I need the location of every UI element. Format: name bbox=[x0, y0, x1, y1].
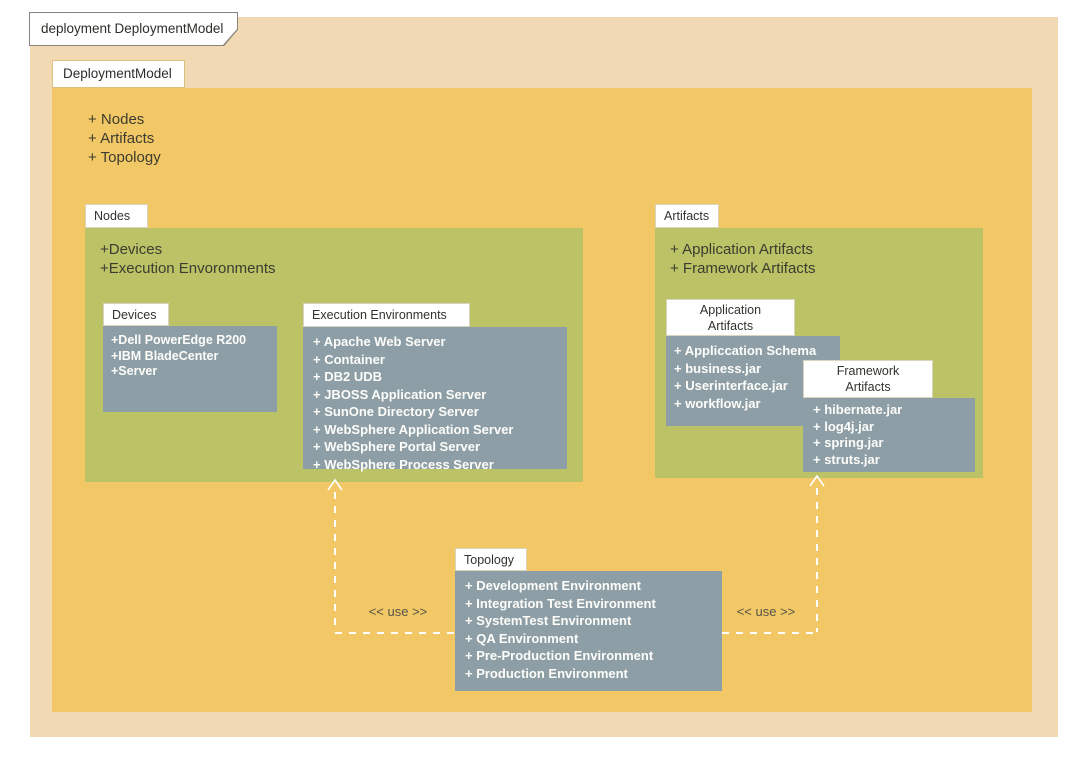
nodes-item: +Execution Envoronments bbox=[100, 260, 276, 277]
artifacts-package-tab[interactable]: Artifacts bbox=[655, 204, 719, 228]
topology-box[interactable]: + Development Environment + Integration … bbox=[455, 571, 722, 691]
execution-environment-item: + SunOne Directory Server bbox=[313, 404, 479, 419]
application-artifact-item: + workflow.jar bbox=[674, 395, 761, 411]
topology-item: + Pre-Production Environment bbox=[465, 648, 654, 663]
application-artifact-item: + Appliccation Schema bbox=[674, 343, 817, 358]
framework-artifact-item: + log4j.jar bbox=[813, 418, 875, 434]
execution-environment-item: + WebSphere Application Server bbox=[313, 421, 514, 437]
execution-environment-item: + DB2 UDB bbox=[313, 369, 382, 384]
model-item: + Nodes bbox=[88, 111, 145, 128]
application-artifacts-tab[interactable]: Application Artifacts bbox=[666, 299, 795, 336]
execution-environment-item: + WebSphere Portal Server bbox=[313, 439, 481, 454]
artifacts-item-list: + Application Artifacts + Framework Arti… bbox=[670, 240, 815, 278]
nodes-item: +Devices bbox=[100, 241, 163, 258]
execution-environment-item: + Container bbox=[313, 351, 385, 367]
arrowhead-up-icon bbox=[809, 474, 825, 487]
framework-artifacts-tab-line: Framework bbox=[836, 364, 900, 378]
execution-environment-item: + WebSphere Process Server bbox=[313, 456, 494, 472]
execution-environments-tab[interactable]: Execution Environments bbox=[303, 303, 470, 327]
application-artifact-item: + Userinterface.jar bbox=[674, 378, 788, 393]
use-connector-right[interactable] bbox=[816, 488, 818, 632]
device-item: +Server bbox=[111, 364, 158, 378]
framework-artifact-item: + struts.jar bbox=[813, 451, 880, 467]
framework-artifact-item: + hibernate.jar bbox=[813, 402, 903, 417]
artifacts-item: + Application Artifacts bbox=[670, 241, 813, 258]
model-item-list: + Nodes + Artifacts + Topology bbox=[88, 110, 161, 167]
model-item: + Artifacts bbox=[88, 130, 155, 147]
nodes-package-tab[interactable]: Nodes bbox=[85, 204, 148, 228]
application-artifacts-tab-line: Artifacts bbox=[707, 318, 754, 333]
nodes-item-list: +Devices +Execution Envoronments bbox=[100, 240, 276, 278]
device-item: +Dell PowerEdge R200 bbox=[111, 333, 247, 347]
execution-environment-item: + Apache Web Server bbox=[313, 334, 446, 349]
model-item: + Topology bbox=[88, 149, 161, 166]
framework-artifact-item: + spring.jar bbox=[813, 435, 884, 450]
artifacts-item: + Framework Artifacts bbox=[670, 260, 816, 277]
execution-environment-item: + JBOSS Application Server bbox=[313, 386, 487, 402]
topology-item: + QA Environment bbox=[465, 630, 579, 646]
use-stereotype-label: << use >> bbox=[736, 604, 796, 619]
topology-item: + Development Environment bbox=[465, 578, 641, 593]
topology-item: + SystemTest Environment bbox=[465, 613, 632, 628]
application-artifacts-tab-line: Application bbox=[699, 302, 762, 317]
use-stereotype-label: << use >> bbox=[368, 604, 428, 619]
arrowhead-up-icon bbox=[327, 478, 343, 491]
deployment-frame-tab-label: deployment DeploymentModel bbox=[30, 13, 237, 45]
device-item: +IBM BladeCenter bbox=[111, 348, 219, 363]
framework-artifacts-box[interactable]: + hibernate.jar + log4j.jar + spring.jar… bbox=[803, 398, 975, 472]
topology-tab[interactable]: Topology bbox=[455, 548, 527, 571]
use-connector-left[interactable] bbox=[334, 492, 336, 632]
execution-environments-box[interactable]: + Apache Web Server + Container + DB2 UD… bbox=[303, 327, 567, 472]
use-connector-left[interactable] bbox=[335, 632, 455, 634]
framework-artifacts-tab-line: Artifacts bbox=[845, 380, 891, 394]
deployment-model-tab[interactable]: DeploymentModel bbox=[52, 60, 185, 88]
use-connector-right[interactable] bbox=[722, 632, 817, 634]
topology-item: + Integration Test Environment bbox=[465, 595, 656, 611]
topology-item: + Production Environment bbox=[465, 665, 628, 681]
deployment-frame-tab[interactable]: deployment DeploymentModel bbox=[29, 12, 238, 46]
framework-artifacts-tab[interactable]: Framework Artifacts bbox=[803, 360, 933, 398]
application-artifact-item: + business.jar bbox=[674, 360, 762, 376]
devices-box[interactable]: +Dell PowerEdge R200 +IBM BladeCenter +S… bbox=[103, 326, 277, 412]
devices-tab[interactable]: Devices bbox=[103, 303, 169, 326]
